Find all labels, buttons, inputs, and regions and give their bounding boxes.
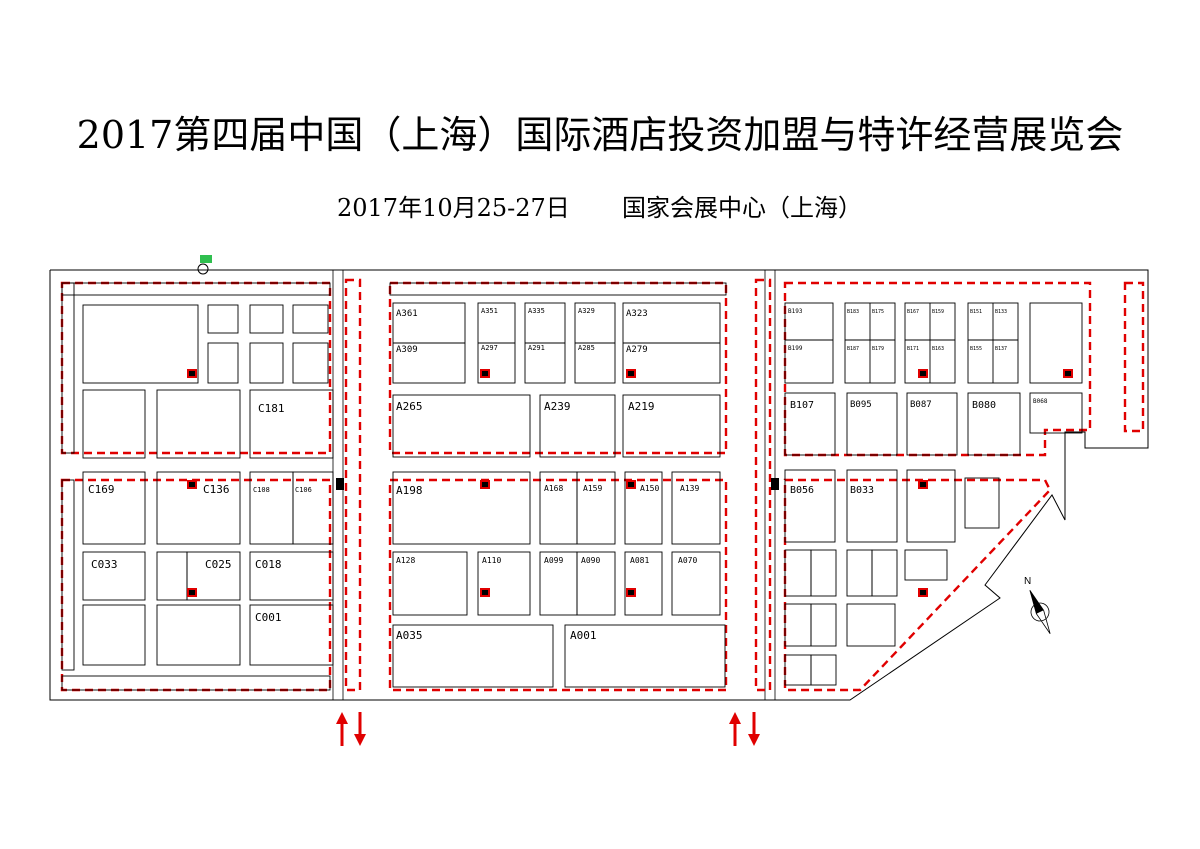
booth-label: A099 (544, 556, 563, 565)
booth-label: C106 (295, 486, 312, 494)
booth-label: B175 (872, 309, 884, 315)
booth-label: B137 (995, 346, 1007, 352)
booth-label: C169 (88, 483, 115, 496)
entrance-arrows (336, 712, 760, 746)
booth-label: A309 (396, 345, 418, 355)
booth-label: C181 (258, 402, 285, 415)
booth-label: A285 (578, 344, 595, 352)
booth-label: C033 (91, 558, 118, 571)
venue-outline (49, 269, 1149, 701)
booth-label: B187 (847, 346, 859, 352)
service-marker (1065, 371, 1071, 376)
hall-b-blocks (784, 302, 1083, 686)
service-marker (189, 590, 195, 595)
booth-label: A265 (396, 400, 423, 413)
booth-label: A323 (626, 309, 648, 319)
booth-label: C025 (205, 558, 232, 571)
booth-label: A070 (678, 556, 697, 565)
service-marker (197, 263, 209, 275)
service-marker (920, 590, 926, 595)
booth-label: A239 (544, 400, 571, 413)
booth-label: B179 (872, 346, 884, 352)
booth-label: B095 (850, 400, 872, 410)
service-markers (187, 255, 1073, 597)
service-marker (920, 482, 926, 487)
page-title: 2017第四届中国（上海）国际酒店投资加盟与特许经营展览会 (76, 113, 1124, 157)
service-marker (482, 590, 488, 595)
booth-label: B163 (932, 346, 944, 352)
service-marker (628, 482, 634, 487)
booth-label: B107 (790, 400, 814, 411)
service-marker (771, 478, 779, 490)
compass-north-label: N (1024, 576, 1031, 587)
booth-label: B068 (1033, 398, 1048, 405)
service-marker (189, 371, 195, 376)
compass-icon (1029, 590, 1051, 634)
service-marker (200, 255, 212, 263)
booth-label: B171 (907, 346, 919, 352)
booth-label: A361 (396, 309, 418, 319)
service-marker (189, 482, 195, 487)
arrow-down-icon (748, 712, 760, 746)
booth-label: A128 (396, 556, 415, 565)
booth-label: A335 (528, 307, 545, 315)
booth-label: A139 (680, 484, 699, 493)
booth-label: B159 (932, 309, 944, 315)
booth-label: B056 (790, 485, 814, 496)
booth-label: A168 (544, 484, 563, 493)
booth-label: B155 (970, 346, 982, 352)
service-marker (628, 371, 634, 376)
booth-label: A329 (578, 307, 595, 315)
booth-label: A291 (528, 344, 545, 352)
booth-label: A297 (481, 344, 498, 352)
arrow-down-icon (354, 712, 366, 746)
booth-label: A219 (628, 400, 655, 413)
booth-label: A001 (570, 629, 597, 642)
booth-label: A198 (396, 484, 423, 497)
hall-a-blocks (389, 282, 727, 688)
booth-label: B133 (995, 309, 1007, 315)
event-date: 2017年10月25-27日 (337, 194, 570, 222)
booth-label: C136 (203, 483, 230, 496)
booth-label: B183 (847, 309, 859, 315)
booth-labels: C181 C169 C136 C108 C106 C033 C025 C018 … (88, 307, 1048, 642)
booth-label: B087 (910, 400, 932, 410)
booth-label: B199 (788, 345, 803, 352)
service-marker (920, 371, 926, 376)
booth-label: B080 (972, 400, 996, 411)
booth-label: B033 (850, 485, 874, 496)
booth-label: A279 (626, 345, 648, 355)
event-venue: 国家会展中心（上海） (622, 194, 862, 222)
service-marker (482, 371, 488, 376)
booth-label: B151 (970, 309, 982, 315)
service-marker (336, 478, 344, 490)
hall-c-blocks (61, 282, 334, 691)
booth-label: A035 (396, 629, 423, 642)
booth-label: B193 (788, 308, 803, 315)
booth-label: A081 (630, 556, 649, 565)
booth-label: C001 (255, 611, 282, 624)
booth-label: A150 (640, 484, 659, 493)
booth-label: A110 (482, 556, 501, 565)
booth-label: A351 (481, 307, 498, 315)
booth-label: C108 (253, 486, 270, 494)
booth-label: A090 (581, 556, 600, 565)
service-marker (482, 482, 488, 487)
booth-label: B167 (907, 309, 919, 315)
booth-label: A159 (583, 484, 602, 493)
arrow-up-icon (336, 712, 348, 746)
booth-label: C018 (255, 558, 282, 571)
arrow-up-icon (729, 712, 741, 746)
service-marker (628, 590, 634, 595)
